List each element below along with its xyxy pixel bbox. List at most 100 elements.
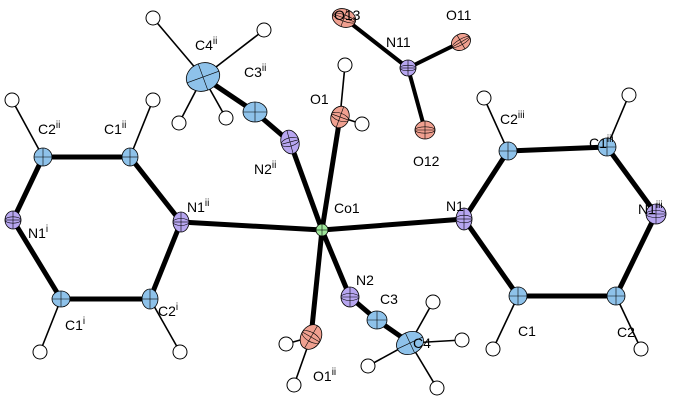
atom-label-base: C: [65, 317, 75, 333]
atom-C1iii: [597, 137, 617, 157]
atom-label-N1: N1: [446, 198, 464, 214]
atom-label-number: 1: [75, 317, 83, 333]
atom-label-base: O: [446, 7, 457, 23]
bond-layer: [10, 16, 659, 346]
hydrogen-atom-H-C1iii: [621, 87, 637, 103]
atom-label-number: 1: [648, 201, 656, 217]
atom-label-symmetry-code: ii: [122, 120, 126, 131]
atom-C2: [606, 286, 626, 306]
bond-N1ii-C1ii: [128, 155, 183, 224]
bond-C1i-H-C1i: [39, 298, 62, 353]
atom-label-symmetry-code: ii: [205, 198, 209, 209]
atom-label-number: 11: [457, 7, 472, 23]
atom-C2i: [141, 288, 159, 310]
hydrogen-atom-H-O1iia: [278, 336, 294, 352]
principal-axis-O11-2: [456, 34, 466, 50]
atom-label-number: 2: [510, 111, 518, 127]
atom-layer: [4, 8, 667, 355]
atom-label-C1iii: C1iii: [589, 134, 614, 151]
atom-label-number: 1: [38, 225, 46, 241]
atom-label-base: C: [195, 37, 205, 53]
hydrogen-atom-H-O1b: [354, 116, 370, 132]
atom-label-symmetry-code: iii: [607, 134, 614, 145]
hydrogen-atom-layer: [4, 10, 649, 396]
ellipsoid-ring-N2: [340, 293, 360, 301]
atom-N1iii: [645, 203, 667, 225]
atom-label-symmetry-code: ii: [332, 367, 336, 378]
atom-C4ii: [185, 62, 221, 92]
atom-label-base: N: [28, 225, 38, 241]
hydrogen-atom-H-O1iib: [286, 377, 302, 393]
atom-label-N1iii: N1iii: [638, 200, 663, 217]
atom-label-base: N: [254, 161, 264, 177]
atom-label-number: 1: [528, 323, 536, 339]
atom-label-base: O: [310, 91, 321, 107]
atom-N1i: [4, 210, 22, 230]
atom-label-symmetry-code: ii: [213, 36, 217, 47]
ellipsoid-ring-O11: [451, 36, 471, 48]
atom-label-C2: C2: [617, 324, 635, 340]
atom-label-base: C: [38, 121, 48, 137]
hydrogen-atom-H-C4iia: [145, 10, 161, 26]
atom-label-C1i: C1i: [65, 316, 85, 333]
atom-label-number: 3: [390, 291, 398, 307]
bond-Co1-O1ii: [308, 229, 325, 338]
atom-label-number: 12: [424, 153, 440, 169]
bond-N1i-C1i: [10, 218, 64, 301]
atom-label-base: C: [617, 324, 627, 340]
atom-O1ii: [299, 324, 323, 350]
bond-Co1-N1: [321, 216, 465, 233]
principal-axis-O13-2: [340, 9, 348, 27]
atom-label-base: O: [313, 368, 324, 384]
atom-label-number: 1: [456, 198, 464, 214]
bond-C1ii-H-C1ii: [129, 99, 154, 158]
principal-axis-C4-2: [405, 332, 415, 354]
atom-O13: [331, 8, 357, 28]
bond-C2iii-N1: [461, 149, 511, 221]
atom-label-base: C: [518, 323, 528, 339]
atom-C2ii: [33, 147, 53, 167]
atom-label-number: 1: [197, 199, 205, 215]
bond-Co1-O1: [319, 116, 343, 231]
atom-label-symmetry-code: iii: [518, 110, 525, 121]
atom-label-N2: N2: [356, 272, 374, 288]
principal-axis-O1-2: [335, 106, 345, 128]
hydrogen-atom-H-C2i: [172, 344, 188, 360]
atom-label-number: 4: [423, 335, 431, 351]
atom-label-C1: C1: [518, 323, 536, 339]
atom-O12: [414, 120, 436, 140]
atom-label-N1i: N1i: [28, 224, 48, 241]
atom-label-symmetry-code: i: [83, 316, 85, 327]
atom-label-number: 4: [205, 37, 213, 53]
ellipsoid-ring-N11: [399, 64, 417, 72]
hydrogen-atom-H-C1ii: [145, 92, 161, 108]
atom-label-symmetry-code: ii: [272, 160, 276, 171]
atom-O1: [330, 105, 350, 129]
atom-O11: [451, 33, 471, 51]
atom-label-symmetry-code: i: [176, 302, 178, 313]
atom-C4: [396, 331, 424, 355]
atom-label-base: O: [334, 7, 345, 23]
atom-label-base: O: [413, 153, 424, 169]
ellipsoid-ring-N1: [455, 214, 473, 224]
bond-C1-H-C1: [492, 295, 519, 350]
hydrogen-atom-H-C4iib: [256, 22, 272, 38]
hydrogen-atom-H-C2ii: [4, 92, 20, 108]
atom-label-C4ii: C4ii: [195, 36, 217, 53]
atom-label-base: C: [380, 291, 390, 307]
bond-C2-N1iii: [613, 212, 659, 298]
bond-Co1-N2ii: [287, 141, 325, 231]
bond-C2i-H-C2i: [149, 298, 181, 353]
atom-label-number: 1: [114, 121, 122, 137]
atom-label-O1ii: O1ii: [313, 367, 336, 384]
ellipsoid-ring-O1: [331, 111, 349, 123]
bond-N1-C1: [461, 217, 521, 298]
atom-label-N1ii: N1ii: [187, 198, 209, 215]
atom-C3: [366, 310, 388, 330]
hydrogen-atom-H-C1i: [32, 344, 48, 360]
atom-label-number: 2: [264, 161, 272, 177]
atom-C1i: [51, 290, 71, 308]
principal-axis-N2ii-2: [286, 130, 294, 154]
bond-Co1-N2: [319, 229, 353, 298]
bond-N1iii-C1iii: [604, 145, 659, 216]
